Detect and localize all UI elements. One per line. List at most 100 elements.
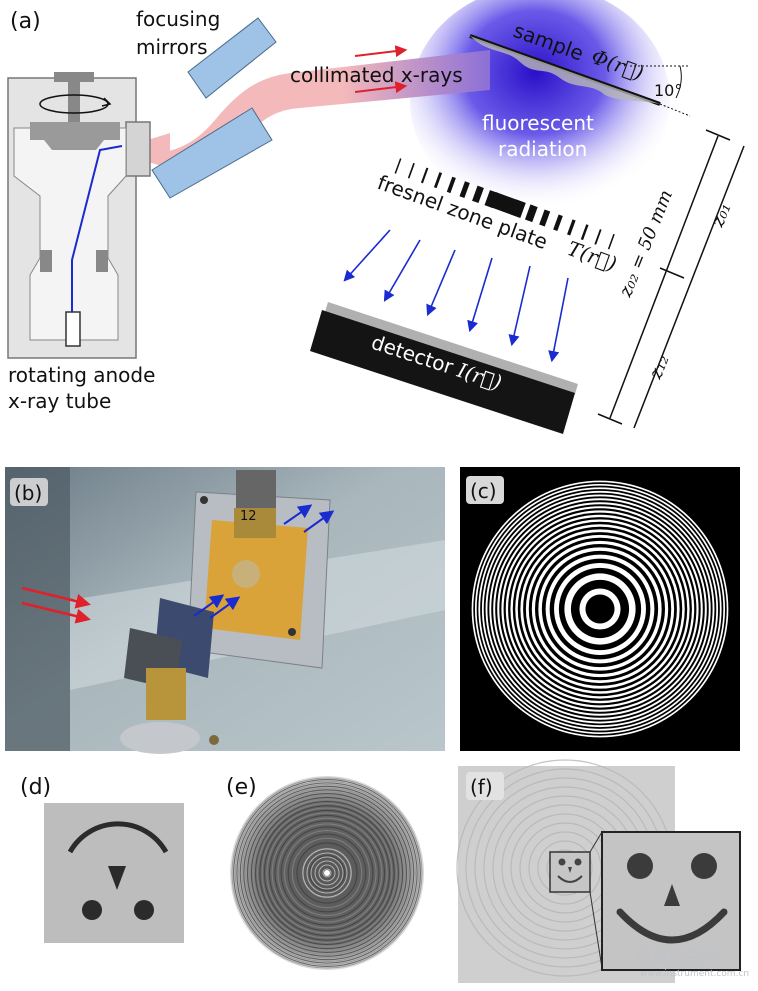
fzp-bar [459, 181, 470, 199]
hologram-fringe [238, 784, 416, 962]
face-inset-mouth [616, 908, 728, 944]
tube-inner [13, 127, 127, 341]
fluorescent-label: fluorescent [482, 111, 594, 135]
z01-label: z₀₁ [707, 200, 736, 231]
hologram-fringe [246, 792, 408, 954]
hologram-fringe [283, 829, 371, 917]
hologram-fringe [233, 779, 421, 967]
hologram-fringe [236, 782, 418, 964]
panel-e: (e) [226, 775, 424, 970]
hologram-fringe [245, 791, 409, 955]
photo-red-arrow-2 [21, 601, 91, 624]
frame-screw-2 [288, 628, 296, 636]
hologram-fringe [259, 805, 395, 941]
brass-post [146, 668, 186, 720]
fzp-bar [580, 224, 589, 241]
mirrors-label: mirrors [136, 35, 208, 59]
sample-extension-line [659, 103, 691, 117]
tube-coil-left [40, 250, 52, 272]
panel-f: (f) 仪器信息网 www.instrument.com.cn [456, 759, 749, 983]
hologram-fringe [241, 787, 413, 959]
frame-screw-1 [200, 496, 208, 504]
tube-coil-right [96, 250, 108, 272]
focusing-mirror-bottom [151, 107, 273, 199]
test-object-dot-left [82, 900, 102, 920]
fzp-ring-center [585, 594, 615, 624]
photo-blue-arrow-3 [283, 504, 313, 525]
scale-z01-line [633, 145, 745, 429]
test-object-arc [67, 821, 169, 854]
detector-body [310, 310, 575, 434]
watermark-url: www.instrument.com.cn [640, 969, 749, 979]
panel-f-tag-bg [466, 772, 504, 800]
sample-post-collar [234, 508, 276, 538]
hologram-fringe [250, 796, 404, 950]
detector-sensor [325, 302, 578, 394]
anode-top [54, 72, 94, 82]
angle-label: 10° [654, 81, 682, 100]
hologram-center-fringe [318, 864, 336, 882]
distance-scale [597, 129, 745, 429]
panel-e-tag: (e) [226, 775, 257, 800]
beam-arrow-2 [354, 81, 408, 94]
hologram-fringe [296, 842, 358, 904]
fluor-arrow-2 [383, 239, 421, 302]
panel-b: 12 (b) [5, 467, 445, 754]
fzp-bar [607, 233, 615, 250]
panel-a: (a) [7, 0, 745, 434]
hologram-fringe [291, 837, 363, 909]
photo-blue-arrow-2 [209, 596, 241, 619]
hologram-center [324, 870, 330, 876]
fzp-center-bar [490, 192, 526, 218]
fluor-arrow-3 [426, 249, 456, 317]
panel-c-tag-bg [466, 476, 504, 504]
electron-path [71, 145, 123, 312]
fzp-bar [407, 162, 415, 179]
panel-a-tag: (a) [10, 9, 41, 34]
angle-arc [675, 65, 682, 99]
base-screw [209, 735, 219, 745]
scale-tick-bottom [597, 413, 623, 425]
fzp-bar [472, 185, 484, 204]
fzp-bar [567, 219, 576, 236]
face-inset-eye-right [691, 853, 717, 879]
post-base [120, 722, 200, 754]
watermark-text: 仪器信息网 [636, 947, 716, 966]
hologram-fringe [234, 780, 420, 966]
hologram-fringe [266, 812, 388, 934]
fzp-bar [524, 204, 538, 223]
fresnel-zone-plate [394, 158, 615, 250]
fzp-bar [446, 176, 456, 194]
panel-c: (c) [460, 467, 740, 751]
scale-tick-mid [659, 267, 685, 279]
hologram-fringe [287, 833, 367, 913]
hologram-fringe [252, 798, 402, 948]
test-object-triangle [108, 866, 126, 890]
face-small-nose [568, 867, 572, 873]
hologram-center-fringe [310, 856, 344, 890]
hologram-fringes [231, 777, 423, 969]
fzp-bar [433, 172, 443, 189]
fzp-bar [553, 214, 563, 232]
hologram-fringe [257, 803, 397, 943]
photo-dark-edge [5, 467, 70, 751]
photo-red-arrow-1 [21, 586, 91, 609]
reconstruction-fringe [537, 840, 593, 896]
hologram-fringe [277, 823, 377, 923]
hologram-fringe [309, 855, 345, 891]
face-small-eye-left [558, 858, 566, 866]
hologram-center-fringe [306, 852, 348, 894]
hologram-center-fringe [314, 860, 340, 886]
panel-d-tag: (d) [20, 775, 51, 800]
fzp-bar [420, 167, 429, 184]
hologram-fringe [239, 785, 415, 961]
focusing-mirror-top [187, 17, 277, 99]
hologram-fringe [263, 809, 391, 937]
fzp-bar [539, 209, 551, 227]
scale-tick-top [705, 129, 731, 141]
sample-profile [470, 36, 660, 104]
hologram-fringe [254, 800, 400, 946]
fluorescence-arrows [343, 229, 569, 363]
fzp-bar [394, 158, 402, 174]
tube-label-line1: rotating anode [8, 363, 155, 387]
